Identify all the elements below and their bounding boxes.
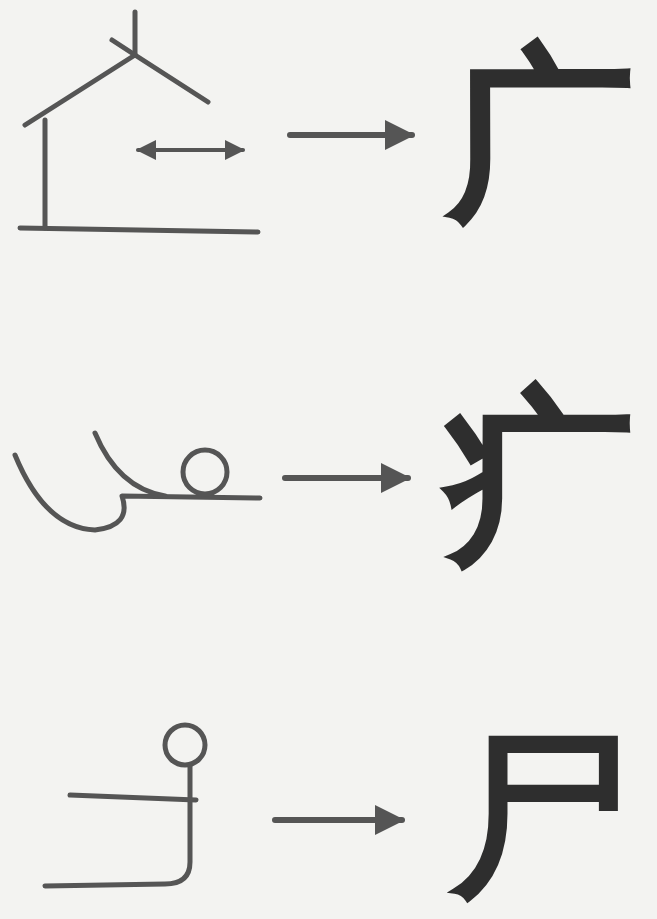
- arrow: [290, 132, 412, 138]
- house-pictogram: [20, 12, 258, 232]
- arrow: [275, 817, 402, 823]
- radical-character: 广: [445, 40, 635, 230]
- body-pictogram: [45, 725, 205, 886]
- radical-character: 尸: [450, 725, 630, 905]
- radical-character: 疒: [445, 383, 635, 573]
- arrow: [285, 475, 408, 481]
- sick-bed-pictogram: [15, 433, 260, 530]
